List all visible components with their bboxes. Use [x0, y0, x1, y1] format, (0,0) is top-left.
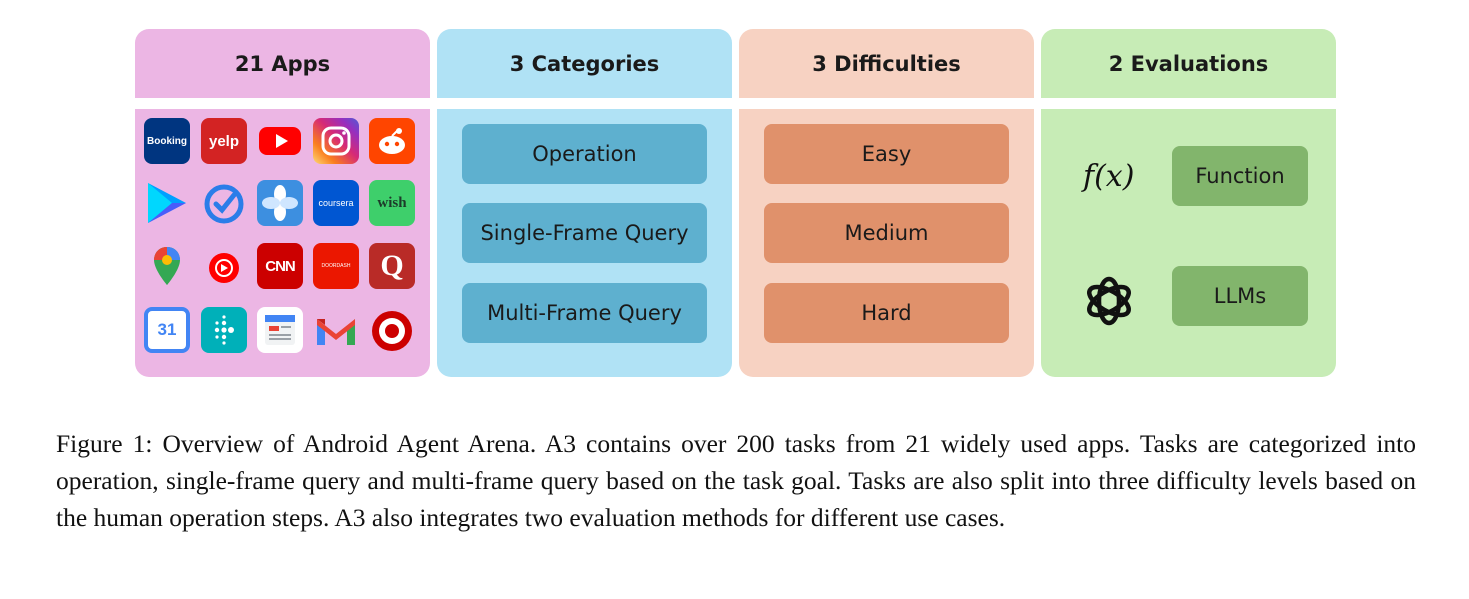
- google-play-icon: [144, 180, 190, 226]
- difficulty-easy: Easy: [764, 124, 1009, 184]
- wish-icon: wish: [369, 180, 415, 226]
- gmail-icon: [313, 307, 359, 353]
- category-single-frame-query: Single-Frame Query: [462, 203, 707, 263]
- openai-logo-icon: [1077, 269, 1141, 333]
- difficulties-panel-title: 3 Difficulties: [812, 51, 961, 76]
- evaluation-function: Function: [1172, 146, 1308, 206]
- youtube-music-icon: [201, 243, 247, 289]
- category-operation: Operation: [462, 124, 707, 184]
- quora-icon: Q: [369, 243, 415, 289]
- evaluations-panel: 2 Evaluations f(x) Function LLMs: [1041, 29, 1336, 377]
- category-multi-frame-query: Multi-Frame Query: [462, 283, 707, 343]
- booking-icon: Booking: [144, 118, 190, 164]
- tasks-check-icon: [201, 180, 247, 226]
- fitbit-icon: [201, 307, 247, 353]
- categories-panel: 3 Categories Operation Single-Frame Quer…: [437, 29, 732, 377]
- google-calendar-icon: 31: [144, 307, 190, 353]
- youtube-icon: [257, 118, 303, 164]
- evaluations-panel-title: 2 Evaluations: [1108, 51, 1269, 76]
- evaluation-llms: LLMs: [1172, 266, 1308, 326]
- google-news-icon: [257, 307, 303, 353]
- cnn-icon: CNN: [257, 243, 303, 289]
- yelp-icon: yelp: [201, 118, 247, 164]
- difficulties-panel: 3 Difficulties Easy Medium Hard: [739, 29, 1034, 377]
- panel-divider: [437, 98, 732, 109]
- instagram-icon: [313, 118, 359, 164]
- categories-panel-title: 3 Categories: [509, 51, 660, 76]
- function-fx-icon: f(x): [1083, 158, 1135, 194]
- panel-divider: [135, 98, 430, 109]
- google-maps-icon: [144, 243, 190, 289]
- apps-panel: 21 Apps Booking yelp: [135, 29, 430, 377]
- target-icon: [369, 307, 415, 353]
- reddit-icon: [369, 118, 415, 164]
- difficulty-medium: Medium: [764, 203, 1009, 263]
- coursera-icon: coursera: [313, 180, 359, 226]
- pinwheel-icon: [257, 180, 303, 226]
- panel-divider: [1041, 98, 1336, 109]
- panel-divider: [739, 98, 1034, 109]
- doordash-icon: DOORDASH: [313, 243, 359, 289]
- difficulty-hard: Hard: [764, 283, 1009, 343]
- figure-caption: Figure 1: Overview of Android Agent Aren…: [56, 429, 1416, 532]
- apps-panel-title: 21 Apps: [234, 51, 331, 76]
